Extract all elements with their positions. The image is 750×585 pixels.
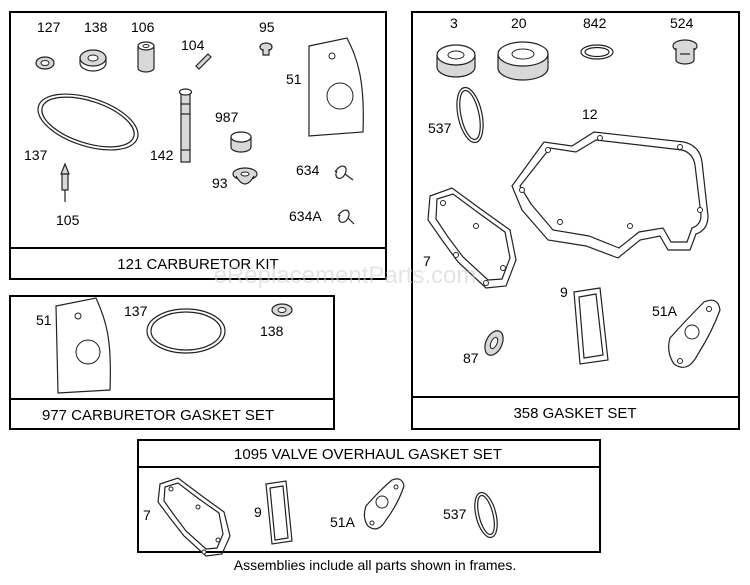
gasket-set-frame: 358 GASKET SET 3 20 842 524 537 <box>411 11 740 430</box>
nut-93-part <box>232 167 258 185</box>
callout-537: 537 <box>443 506 467 522</box>
callout-7: 7 <box>423 253 431 269</box>
callout-9: 9 <box>560 284 568 300</box>
callout-20: 20 <box>511 15 527 31</box>
screw-95-part <box>259 42 273 56</box>
callout-842: 842 <box>583 15 607 31</box>
callout-7: 7 <box>143 507 151 523</box>
gasket-7-part <box>157 477 231 557</box>
callout-137: 137 <box>124 303 148 319</box>
callout-634a: 634A <box>289 208 322 224</box>
spring-634-part <box>334 165 354 181</box>
oring-137-part <box>37 93 139 151</box>
callout-537: 537 <box>428 120 452 136</box>
callout-104: 104 <box>181 37 205 53</box>
seal-138-part <box>271 303 293 317</box>
gasket-9-part <box>265 480 293 545</box>
oring-137-part <box>146 308 226 354</box>
callout-987: 987 <box>215 109 239 125</box>
oring-537-part <box>474 491 498 539</box>
washer-127-part <box>35 56 55 70</box>
gasket-51a-part <box>363 478 405 530</box>
gasket-12-part <box>511 131 709 259</box>
carburetor-gasket-set-border <box>9 295 335 430</box>
gasket-9-part <box>573 287 609 365</box>
callout-9: 9 <box>254 504 262 520</box>
carburetor-kit-border <box>9 11 387 280</box>
carburetor-gasket-set-title: 977 CARBURETOR GASKET SET <box>42 407 274 424</box>
valve-overhaul-frame: 1095 VALVE OVERHAUL GASKET SET 7 9 51A 5… <box>137 439 601 557</box>
ring-842-part <box>580 44 614 60</box>
carburetor-kit-title: 121 CARBURETOR KIT <box>117 256 278 273</box>
gasket-51a-part <box>668 299 721 368</box>
callout-12: 12 <box>582 106 598 122</box>
seal-3-part <box>436 44 476 78</box>
callout-3: 3 <box>450 15 458 31</box>
footnote: Assemblies include all parts shown in fr… <box>233 557 517 573</box>
callout-93: 93 <box>212 175 228 191</box>
seal-20-part <box>497 41 549 81</box>
callout-51a: 51A <box>330 514 356 530</box>
seal-87-part <box>484 330 504 356</box>
gasket-51-part <box>55 297 111 394</box>
gasket-set-border <box>411 11 740 430</box>
valve-overhaul-title: 1095 VALVE OVERHAUL GASKET SET <box>234 446 502 463</box>
spacer-987-part <box>230 131 252 153</box>
needle-105-part <box>60 162 70 202</box>
callout-137: 137 <box>24 147 48 163</box>
callout-138: 138 <box>260 323 284 339</box>
callout-87: 87 <box>463 350 479 366</box>
watermark: eReplacementParts.com <box>214 262 477 289</box>
pin-104-part <box>195 53 212 70</box>
callout-142: 142 <box>150 147 174 163</box>
carburetor-gasket-set-frame: 977 CARBURETOR GASKET SET 51 137 138 <box>9 295 335 430</box>
carburetor-kit-frame: 121 CARBURETOR KIT 127 138 106 104 95 <box>9 11 387 280</box>
callout-51: 51 <box>36 312 52 328</box>
gasket-7-part <box>427 187 517 289</box>
gasket-set-title: 358 GASKET SET <box>513 405 636 422</box>
gasket-51-part <box>308 37 364 137</box>
seal-138-part <box>79 49 107 72</box>
spring-634a-part <box>337 209 355 225</box>
callout-95: 95 <box>259 19 275 35</box>
valve-overhaul-border <box>137 439 601 553</box>
oring-537-part <box>456 86 484 144</box>
bushing-106-part <box>137 41 155 73</box>
callout-51a: 51A <box>652 303 678 319</box>
callout-138: 138 <box>84 19 108 35</box>
callout-106: 106 <box>131 19 155 35</box>
callout-634: 634 <box>296 162 320 178</box>
tube-142-part <box>178 88 193 163</box>
callout-127: 127 <box>37 19 61 35</box>
callout-51: 51 <box>286 71 302 87</box>
callout-105: 105 <box>56 212 80 228</box>
callout-524: 524 <box>670 15 694 31</box>
plug-524-part <box>672 39 698 65</box>
